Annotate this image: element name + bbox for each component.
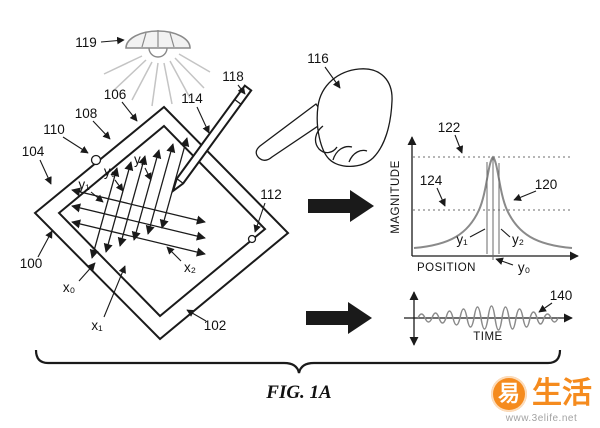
leader-108	[92, 120, 111, 140]
leader-102	[186, 309, 207, 322]
time-signal-graph: 140 TIME	[404, 288, 573, 346]
reference-labels: 119 106 108 110 104 100 114 118 116 112 …	[20, 35, 341, 333]
leader-122	[454, 134, 464, 154]
watermark-logo: 易	[491, 376, 527, 412]
ref-label-118: 118	[222, 69, 244, 84]
leader-119	[100, 36, 125, 45]
ref-label-124: 124	[420, 173, 443, 188]
ref-label-100: 100	[20, 256, 43, 271]
field-arrow	[71, 219, 206, 257]
field-arrows	[71, 137, 206, 259]
leader-110	[62, 136, 89, 154]
magnitude-position-graph: MAGNITUDE POSITION 122 124 120 y₁ y₂ y₀	[390, 120, 579, 275]
leader-140	[538, 302, 553, 313]
label-y1: y₁	[78, 177, 90, 192]
light-rays	[103, 53, 211, 107]
label-x1: x₁	[91, 318, 103, 333]
leader-100	[37, 230, 53, 258]
sensor-dot-112	[247, 234, 257, 244]
watermark-url: www.3elife.net	[505, 413, 578, 424]
coordinate-labels: x₀ x₁ x₂ y₁ y₀ y₂	[63, 152, 196, 333]
graph-label-y2: y₂	[512, 232, 524, 247]
time-axis-label: TIME	[473, 331, 502, 343]
magnitude-axis-label: MAGNITUDE	[390, 160, 402, 234]
block-arrow-top	[308, 190, 374, 222]
device-sensing-region	[57, 124, 267, 318]
ref-label-108: 108	[75, 106, 98, 121]
leader-112	[253, 202, 266, 233]
ref-label-104: 104	[22, 144, 45, 159]
leader-graph-y1	[469, 228, 486, 238]
sensor-dot-110	[90, 154, 102, 166]
graph-label-y1: y₁	[456, 232, 468, 247]
figure-caption: FIG. 1A	[265, 382, 331, 403]
label-x0: x₀	[63, 280, 75, 295]
touch-device	[33, 105, 290, 341]
leader-graph-y0	[495, 257, 514, 266]
figure-brace	[34, 349, 562, 374]
position-axis-label: POSITION	[417, 262, 476, 274]
leader-116	[324, 66, 341, 89]
leader-x2	[166, 246, 182, 262]
sine-wave	[417, 305, 559, 331]
ref-label-110: 110	[43, 122, 65, 137]
ref-label-122: 122	[438, 120, 461, 135]
leader-y1	[90, 191, 104, 203]
leader-y2	[144, 167, 152, 181]
leader-124	[436, 187, 446, 207]
ref-label-106: 106	[104, 87, 127, 102]
ref-label-114: 114	[181, 91, 203, 106]
watermark: 易 生活 www.3elife.net	[491, 376, 592, 424]
label-y0: y₀	[104, 164, 116, 179]
watermark-brand: 生活	[532, 377, 592, 410]
leader-graph-y2	[500, 228, 511, 238]
stylus	[171, 84, 253, 194]
ref-label-116: 116	[307, 51, 329, 66]
ref-label-120: 120	[535, 177, 558, 192]
leader-106	[121, 101, 138, 122]
leader-x0	[78, 262, 96, 282]
leader-y0	[114, 179, 124, 192]
ref-label-119: 119	[75, 35, 97, 50]
lamp-icon	[125, 30, 191, 58]
ref-label-102: 102	[204, 318, 227, 333]
block-arrow-bottom	[306, 302, 372, 334]
label-x2: x₂	[184, 260, 196, 275]
leader-118	[237, 84, 246, 95]
leader-114	[196, 106, 210, 134]
leader-120	[513, 190, 537, 201]
ref-label-112: 112	[260, 187, 282, 202]
leader-x1	[103, 265, 126, 318]
leader-104	[39, 159, 52, 185]
pointing-hand-icon	[255, 68, 393, 168]
label-y2: y₂	[134, 152, 146, 167]
ref-label-140: 140	[550, 288, 573, 303]
graph-label-y0: y₀	[518, 260, 530, 275]
